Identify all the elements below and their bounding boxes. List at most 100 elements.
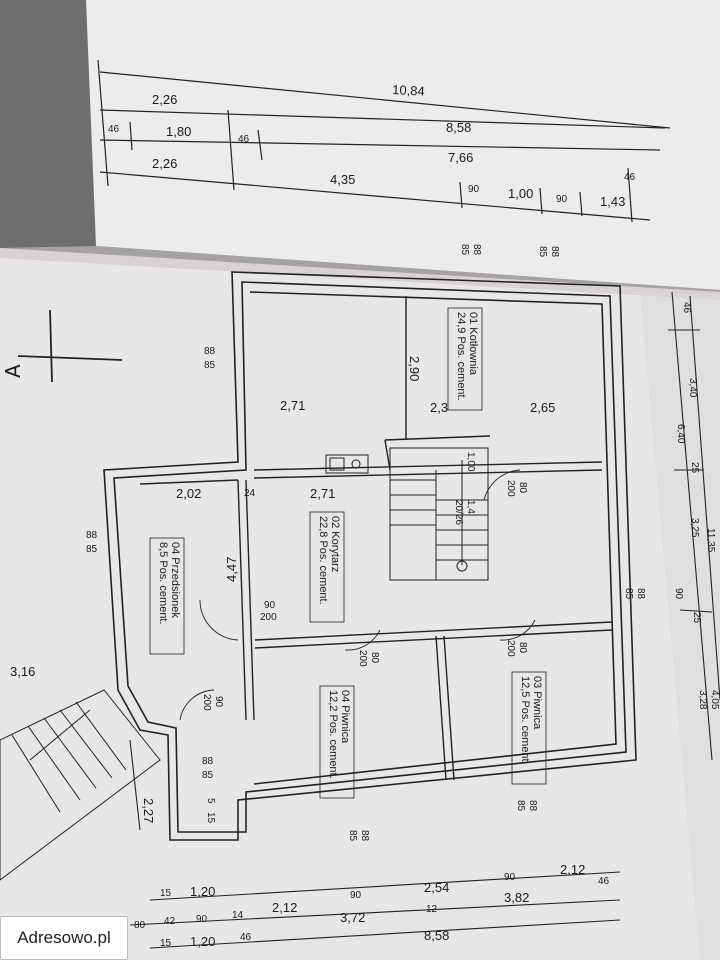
dim-right-g: 90 xyxy=(673,588,684,600)
dim-r3-a: 2,26 xyxy=(152,156,177,171)
dim-w-small2: 15 xyxy=(205,812,216,824)
paper-shadow xyxy=(0,246,720,300)
dim-right-c: 6,40 xyxy=(675,424,686,444)
dim-bottom-m: 12 xyxy=(426,904,438,915)
dim-r2-a: 46 xyxy=(108,124,120,135)
opening-label: 88 xyxy=(549,246,560,258)
room-piwnica-1-name: 04 Piwnica xyxy=(339,690,351,744)
dim-k4: 2,90 xyxy=(407,356,422,381)
opening-label: 85 xyxy=(204,360,216,371)
opening-label: 88 xyxy=(359,830,370,842)
room-przedsionek-area: 8,5 Pos. cement. xyxy=(157,542,169,625)
opening-label: 85 xyxy=(86,544,98,555)
section-marker xyxy=(17,309,123,383)
door-label: 200 xyxy=(357,650,368,667)
dim-st1: 1,00 xyxy=(465,452,476,472)
stair-symbol xyxy=(389,447,489,581)
dim-bottom-a: 15 xyxy=(160,888,172,899)
dim-r2-d: 7,66 xyxy=(448,150,473,165)
dim-bottom-h: 42 xyxy=(164,916,176,927)
opening-labels: 88 85 88 85 88 85 88 85 88 85 88 85 88 8… xyxy=(86,244,646,842)
room-przedsionek-name: 04 Przedsionek xyxy=(169,542,181,618)
dim-st3: 20/26 xyxy=(453,500,464,525)
door-label: 200 xyxy=(201,694,212,711)
dim-right-e: 3,25 xyxy=(689,518,700,538)
dim-right-j: 4,05 xyxy=(709,690,720,710)
dim-r2-b: 1,80 xyxy=(166,124,191,139)
dim-bottom-k: 2,12 xyxy=(272,900,297,915)
dim-bottom-p: 15 xyxy=(160,938,172,949)
dim-bottom-c: 90 xyxy=(350,890,362,901)
dim-w-bottom: 2,27 xyxy=(141,798,156,823)
opening-label: 85 xyxy=(459,244,470,256)
dim-r3-e: 90 xyxy=(556,194,568,205)
paper-right-curl xyxy=(640,292,720,960)
dim-right-a: 46 xyxy=(681,302,692,314)
opening-label: 88 xyxy=(527,800,538,812)
chimney-block xyxy=(325,454,369,474)
door-label: 200 xyxy=(505,480,516,497)
dim-bottom-r: 46 xyxy=(240,932,252,943)
opening-label: 88 xyxy=(202,756,214,767)
room-kotlownia-area: 24,9 Pos. cement. xyxy=(455,312,467,401)
bottom-dimension-labels: 15 1,20 90 2,54 90 2,12 80 42 90 14 2,12… xyxy=(134,862,610,949)
room-piwnica-2-area: 12,5 Pos. cement. xyxy=(519,676,531,765)
watermark-text: Adresowo.pl xyxy=(17,928,111,947)
dim-r3-g: 46 xyxy=(624,172,636,183)
room-piwnica-1-area: 12,2 Pos. cement. xyxy=(327,690,339,779)
dim-c2: 24 xyxy=(244,488,256,499)
dim-overall: 10,84 xyxy=(392,82,425,99)
dim-bottom-b: 1,20 xyxy=(190,884,215,899)
door-label: 80 xyxy=(517,642,528,654)
dim-r1-b: 8,58 xyxy=(446,120,471,135)
dim-r3-b: 4,35 xyxy=(330,172,355,187)
dim-right-f: 11,35 xyxy=(705,528,716,553)
top-dimension-labels: 10,84 2,26 8,58 46 1,80 46 7,66 2,26 4,3… xyxy=(108,82,636,209)
door-label: 90 xyxy=(264,600,276,611)
dim-bottom-l: 3,72 xyxy=(340,910,365,925)
door-labels: 90 200 80 200 80 200 80 200 90 200 xyxy=(201,480,528,711)
dim-c3: 2,71 xyxy=(310,486,335,501)
room-piwnica-2-name: 03 Piwnica xyxy=(531,676,543,730)
room-korytarz-name: 02 Korytarz xyxy=(329,516,341,572)
opening-label: 88 xyxy=(86,530,98,541)
watermark-badge: Adresowo.pl xyxy=(0,916,128,960)
dim-bottom-g: 80 xyxy=(134,920,146,931)
dim-right-b: 3,40 xyxy=(687,378,698,398)
interior-walls xyxy=(139,296,613,781)
door-swings xyxy=(179,469,536,721)
dim-k3: 2,65 xyxy=(530,400,555,415)
dim-bottom-j: 14 xyxy=(232,910,244,921)
dim-r3-c: 90 xyxy=(468,184,480,195)
section-mark-label: A xyxy=(1,364,25,378)
door-label: 80 xyxy=(369,652,380,664)
entrance-stairs xyxy=(0,689,161,881)
top-dimension-lines xyxy=(97,59,671,223)
dim-bottom-n: 3,82 xyxy=(504,890,529,905)
dim-right-h: 25 xyxy=(691,612,702,624)
opening-label: 88 xyxy=(204,346,216,357)
dim-bottom-s: 8,58 xyxy=(424,928,449,943)
dim-bottom-o: 46 xyxy=(598,876,610,887)
dim-right-i: 3,28 xyxy=(697,690,708,710)
dim-w-left: 3,16 xyxy=(10,664,35,679)
door-label: 200 xyxy=(505,640,516,657)
opening-label: 88 xyxy=(471,244,482,256)
opening-label: 85 xyxy=(347,830,358,842)
door-label: 80 xyxy=(517,482,528,494)
dim-c4: 4,47 xyxy=(224,557,239,582)
door-label: 90 xyxy=(213,696,224,708)
dim-k1: 2,71 xyxy=(280,398,305,413)
room-kotlownia-name: 01 Kotłownia xyxy=(467,312,479,376)
opening-label: 88 xyxy=(635,588,646,600)
opening-label: 85 xyxy=(623,588,634,600)
dim-bottom-f: 2,12 xyxy=(560,862,585,877)
right-dimension-labels: 46 3,40 6,40 25 3,25 11,35 90 25 3,28 4,… xyxy=(673,302,720,710)
dim-right-d: 25 xyxy=(689,462,700,474)
room-labels: 01 Kotłownia 24,9 Pos. cement. 02 Koryta… xyxy=(149,307,547,799)
paper-main-sheet xyxy=(0,248,720,960)
dim-bottom-e: 90 xyxy=(504,872,516,883)
dim-r2-c: 46 xyxy=(238,134,250,145)
room-korytarz-area: 22,8 Pos. cement. xyxy=(317,516,329,605)
